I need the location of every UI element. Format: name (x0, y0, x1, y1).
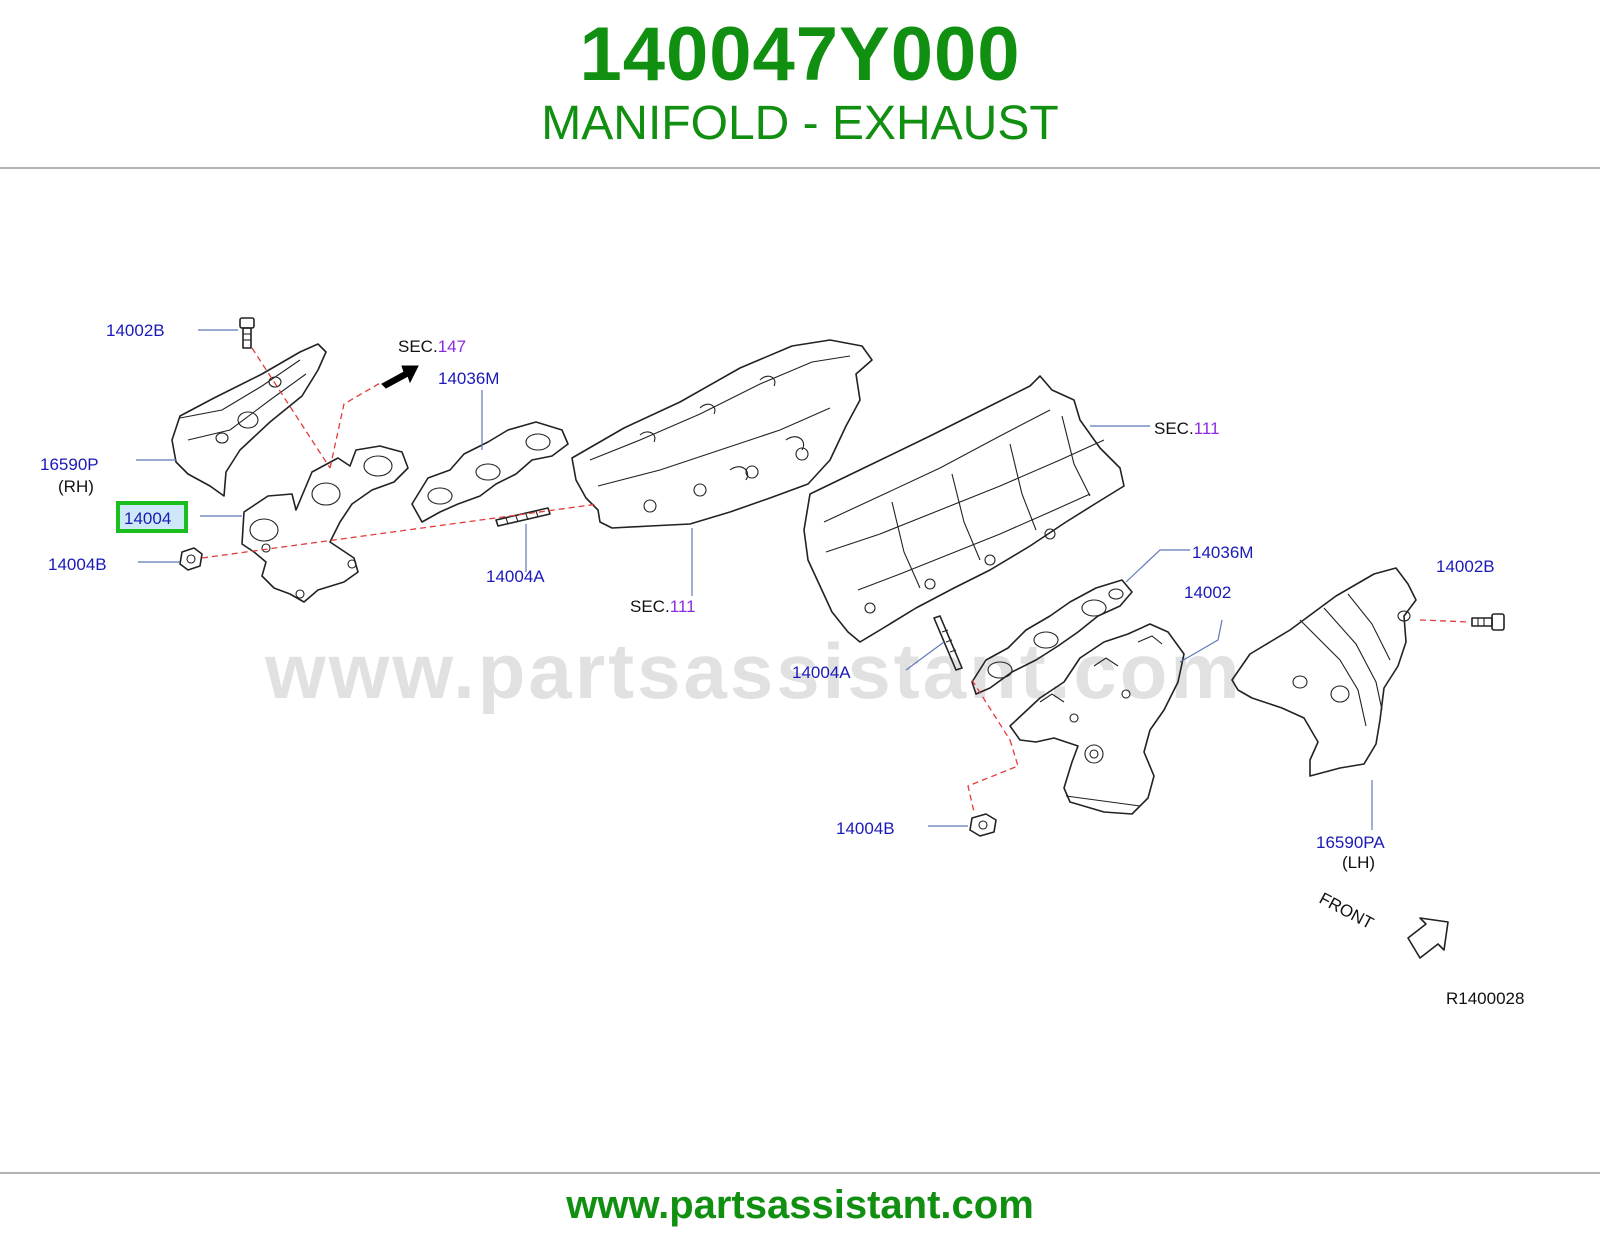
sec-111-top-number: 111 (1194, 419, 1220, 438)
sec-111-top-ref[interactable]: SEC.111 (1154, 419, 1220, 438)
leader-lines (136, 329, 1373, 830)
front-direction-label: FRONT (1316, 889, 1377, 933)
sec-111-bottom-prefix: SEC. (630, 597, 670, 616)
exhaust-manifold-14002-lh[interactable] (1009, 623, 1185, 815)
callout-14002b-rh[interactable]: 14002B (106, 321, 165, 340)
bolt-14002b-lh[interactable] (1471, 613, 1505, 631)
front-arrow-icon (1407, 917, 1449, 959)
exploded-view-svg: www.partsassistant.com (40, 317, 1524, 1008)
callout-14002[interactable]: 14002 (1184, 583, 1231, 602)
sec-111-bottom-ref[interactable]: SEC.111 (630, 597, 696, 616)
part-name-subtitle: MANIFOLD - EXHAUST (541, 97, 1059, 150)
part-number-title: 140047Y000 (579, 12, 1021, 97)
nut-14004b-rh[interactable] (179, 547, 203, 571)
parts-diagram: www.partsassistant.com (0, 290, 1600, 1042)
nut-14004b-lh[interactable] (969, 813, 997, 837)
callout-14004a-lh[interactable]: 14004A (792, 663, 851, 682)
callout-rh-note: (RH) (58, 477, 94, 496)
assembly-lines (201, 347, 1471, 813)
heat-shield-16590pa-lh[interactable] (1231, 567, 1417, 777)
stud-14004a-lh[interactable] (933, 615, 963, 671)
footer-site-link[interactable]: www.partsassistant.com (566, 1183, 1034, 1227)
callout-14004a-rh[interactable]: 14004A (486, 567, 545, 586)
callout-14036m-lh[interactable]: 14036M (1192, 543, 1253, 562)
callout-14004b-lh[interactable]: 14004B (836, 819, 895, 838)
callout-14002b-lh[interactable]: 14002B (1436, 557, 1495, 576)
cylinder-head-lh[interactable] (803, 375, 1125, 643)
callout-16590pa[interactable]: 16590PA (1316, 833, 1385, 852)
callout-lh-note: (LH) (1342, 853, 1375, 872)
selected-part-highlight (116, 501, 188, 533)
watermark-text: www.partsassistant.com (264, 627, 1243, 715)
page-header: 140047Y000 MANIFOLD - EXHAUST (0, 0, 1600, 168)
sec-111-bottom-number: 111 (670, 597, 696, 616)
footer-divider (0, 1172, 1600, 1174)
bolt-14002b-rh[interactable] (239, 317, 255, 349)
callout-16590p[interactable]: 16590P (40, 455, 99, 474)
gasket-14036m-lh[interactable] (971, 579, 1133, 695)
cylinder-head-rh[interactable] (571, 339, 873, 529)
header-divider (0, 167, 1600, 169)
diagram-ref-code: R1400028 (1446, 989, 1524, 1008)
gasket-14036m-rh[interactable] (411, 421, 569, 523)
callout-14036m-rh[interactable]: 14036M (438, 369, 499, 388)
sec-147-prefix: SEC. (398, 337, 438, 356)
sec-147-number: 147 (438, 337, 466, 356)
sec-111-top-prefix: SEC. (1154, 419, 1194, 438)
exhaust-manifold-14004-rh[interactable] (241, 445, 409, 603)
sec147-arrow-icon (381, 365, 419, 389)
stud-14004a-rh[interactable] (495, 507, 551, 527)
heat-shield-16590p-rh[interactable] (171, 343, 327, 497)
callout-14004b-rh[interactable]: 14004B (48, 555, 107, 574)
sec-147-ref[interactable]: SEC.147 (398, 337, 466, 356)
callout-14004[interactable]: 14004 (124, 509, 171, 528)
